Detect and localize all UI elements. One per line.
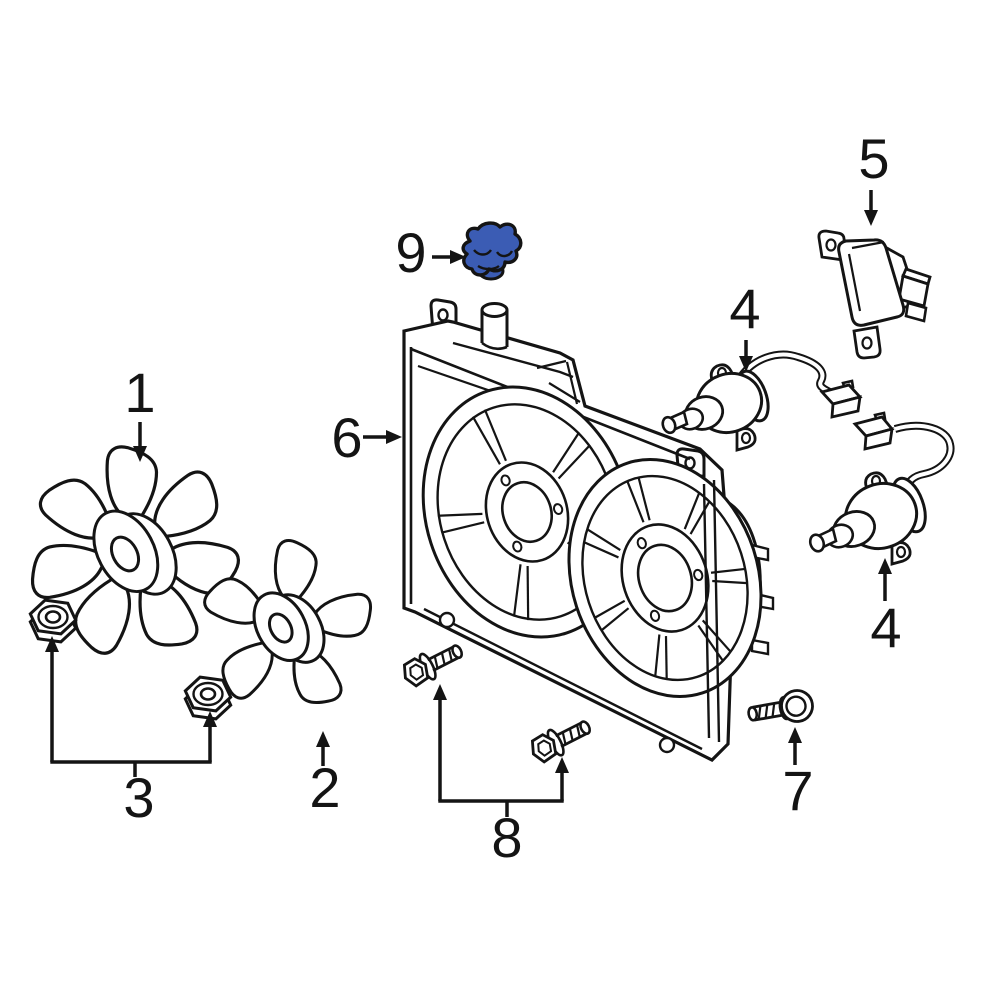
bolt-8b-drawing (530, 720, 592, 764)
callout-2: 2 (309, 731, 341, 819)
callout-8: 8 (433, 684, 569, 869)
reservoir-cap (480, 302, 509, 318)
callout-6: 6 (331, 406, 402, 469)
callout-4-lower-label: 4 (870, 596, 901, 659)
shroud-reservoir (452, 302, 581, 405)
bolt-7-drawing (747, 689, 814, 723)
callout-9-label: 9 (395, 221, 426, 284)
bolt-8a-drawing (402, 644, 464, 688)
callout-4-upper-label: 4 (729, 277, 760, 340)
callout-7: 7 (782, 727, 814, 822)
callout-7-label: 7 (782, 759, 813, 822)
callout-3-label: 3 (123, 766, 154, 829)
callout-5: 5 (858, 127, 890, 226)
retaining-clip-drawing (461, 221, 523, 281)
fan-1-hub (92, 509, 178, 596)
callout-4-upper: 4 (729, 277, 761, 372)
motor-harness-upper (734, 350, 863, 419)
nut-right-drawing (183, 675, 233, 721)
callout-3: 3 (45, 636, 217, 829)
fan-shroud-drawing (402, 298, 775, 762)
shroud-hook-right (658, 736, 676, 754)
control-module-drawing (817, 229, 932, 360)
callout-1-label: 1 (124, 361, 155, 424)
motor-harness-lower (852, 411, 955, 494)
callout-4-lower: 4 (870, 558, 902, 659)
callout-8-bracket (438, 799, 564, 817)
fan-2-drawing (203, 538, 373, 705)
callout-9: 9 (395, 221, 466, 284)
callout-6-label: 6 (331, 406, 362, 469)
fan-motor-upper-drawing (661, 350, 863, 452)
fan-2-blades (203, 538, 373, 705)
nut-left-drawing (28, 598, 78, 644)
callout-3-bracket (50, 760, 212, 777)
clip-body (461, 221, 523, 277)
fan-2-hub (252, 591, 326, 664)
fan-1-drawing (30, 445, 240, 655)
callout-5-label: 5 (858, 127, 889, 190)
fan-motor-lower-drawing (808, 411, 955, 566)
callout-2-label: 2 (309, 756, 340, 819)
shroud-hook-left (438, 611, 456, 629)
callout-1: 1 (124, 361, 156, 462)
